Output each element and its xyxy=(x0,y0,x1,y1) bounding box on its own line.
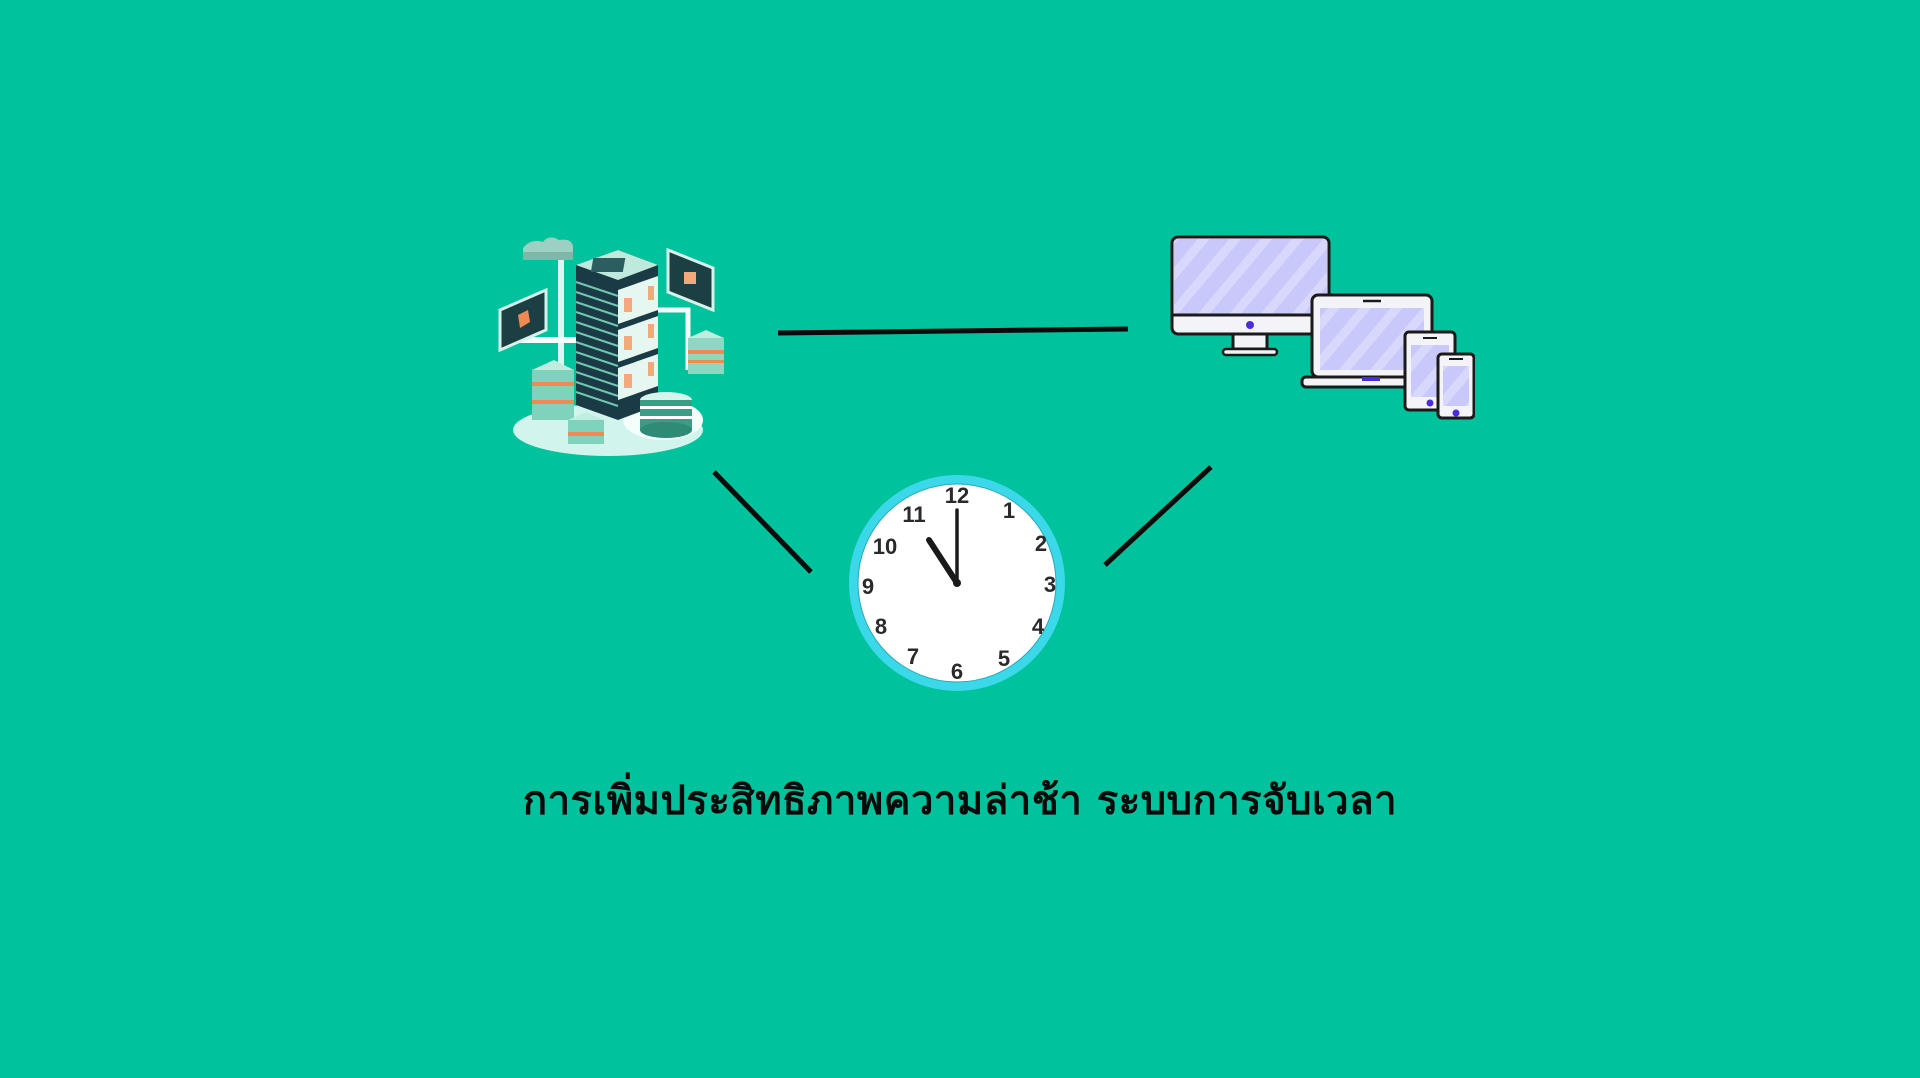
clock-number-7: 7 xyxy=(907,644,919,669)
clock-number-5: 5 xyxy=(998,646,1010,671)
clock-number-2: 2 xyxy=(1035,531,1047,556)
edge-devices-clock xyxy=(1103,465,1213,567)
edge-server-devices xyxy=(777,326,1129,336)
server-datacenter-icon xyxy=(488,220,728,460)
clock-number-1: 1 xyxy=(1003,498,1015,523)
diagram-caption: การเพิ่มประสิทธิภาพความล่าช้า ระบบการจับ… xyxy=(522,778,1398,824)
multi-device-icon xyxy=(1170,235,1475,420)
clock-number-6: 6 xyxy=(951,659,963,684)
clock-number-9: 9 xyxy=(862,574,874,599)
clock-number-8: 8 xyxy=(875,614,887,639)
clock-number-10: 10 xyxy=(873,534,897,559)
clock-hour-hand xyxy=(926,537,960,586)
clock-icon: 12 1 2 3 4 5 6 7 8 9 10 11 xyxy=(847,472,1067,694)
clock-number-3: 3 xyxy=(1044,572,1056,597)
clock-number-12: 12 xyxy=(945,483,969,508)
clock-number-11: 11 xyxy=(902,502,925,527)
clock-number-4: 4 xyxy=(1032,614,1045,639)
edge-server-clock xyxy=(712,470,813,574)
